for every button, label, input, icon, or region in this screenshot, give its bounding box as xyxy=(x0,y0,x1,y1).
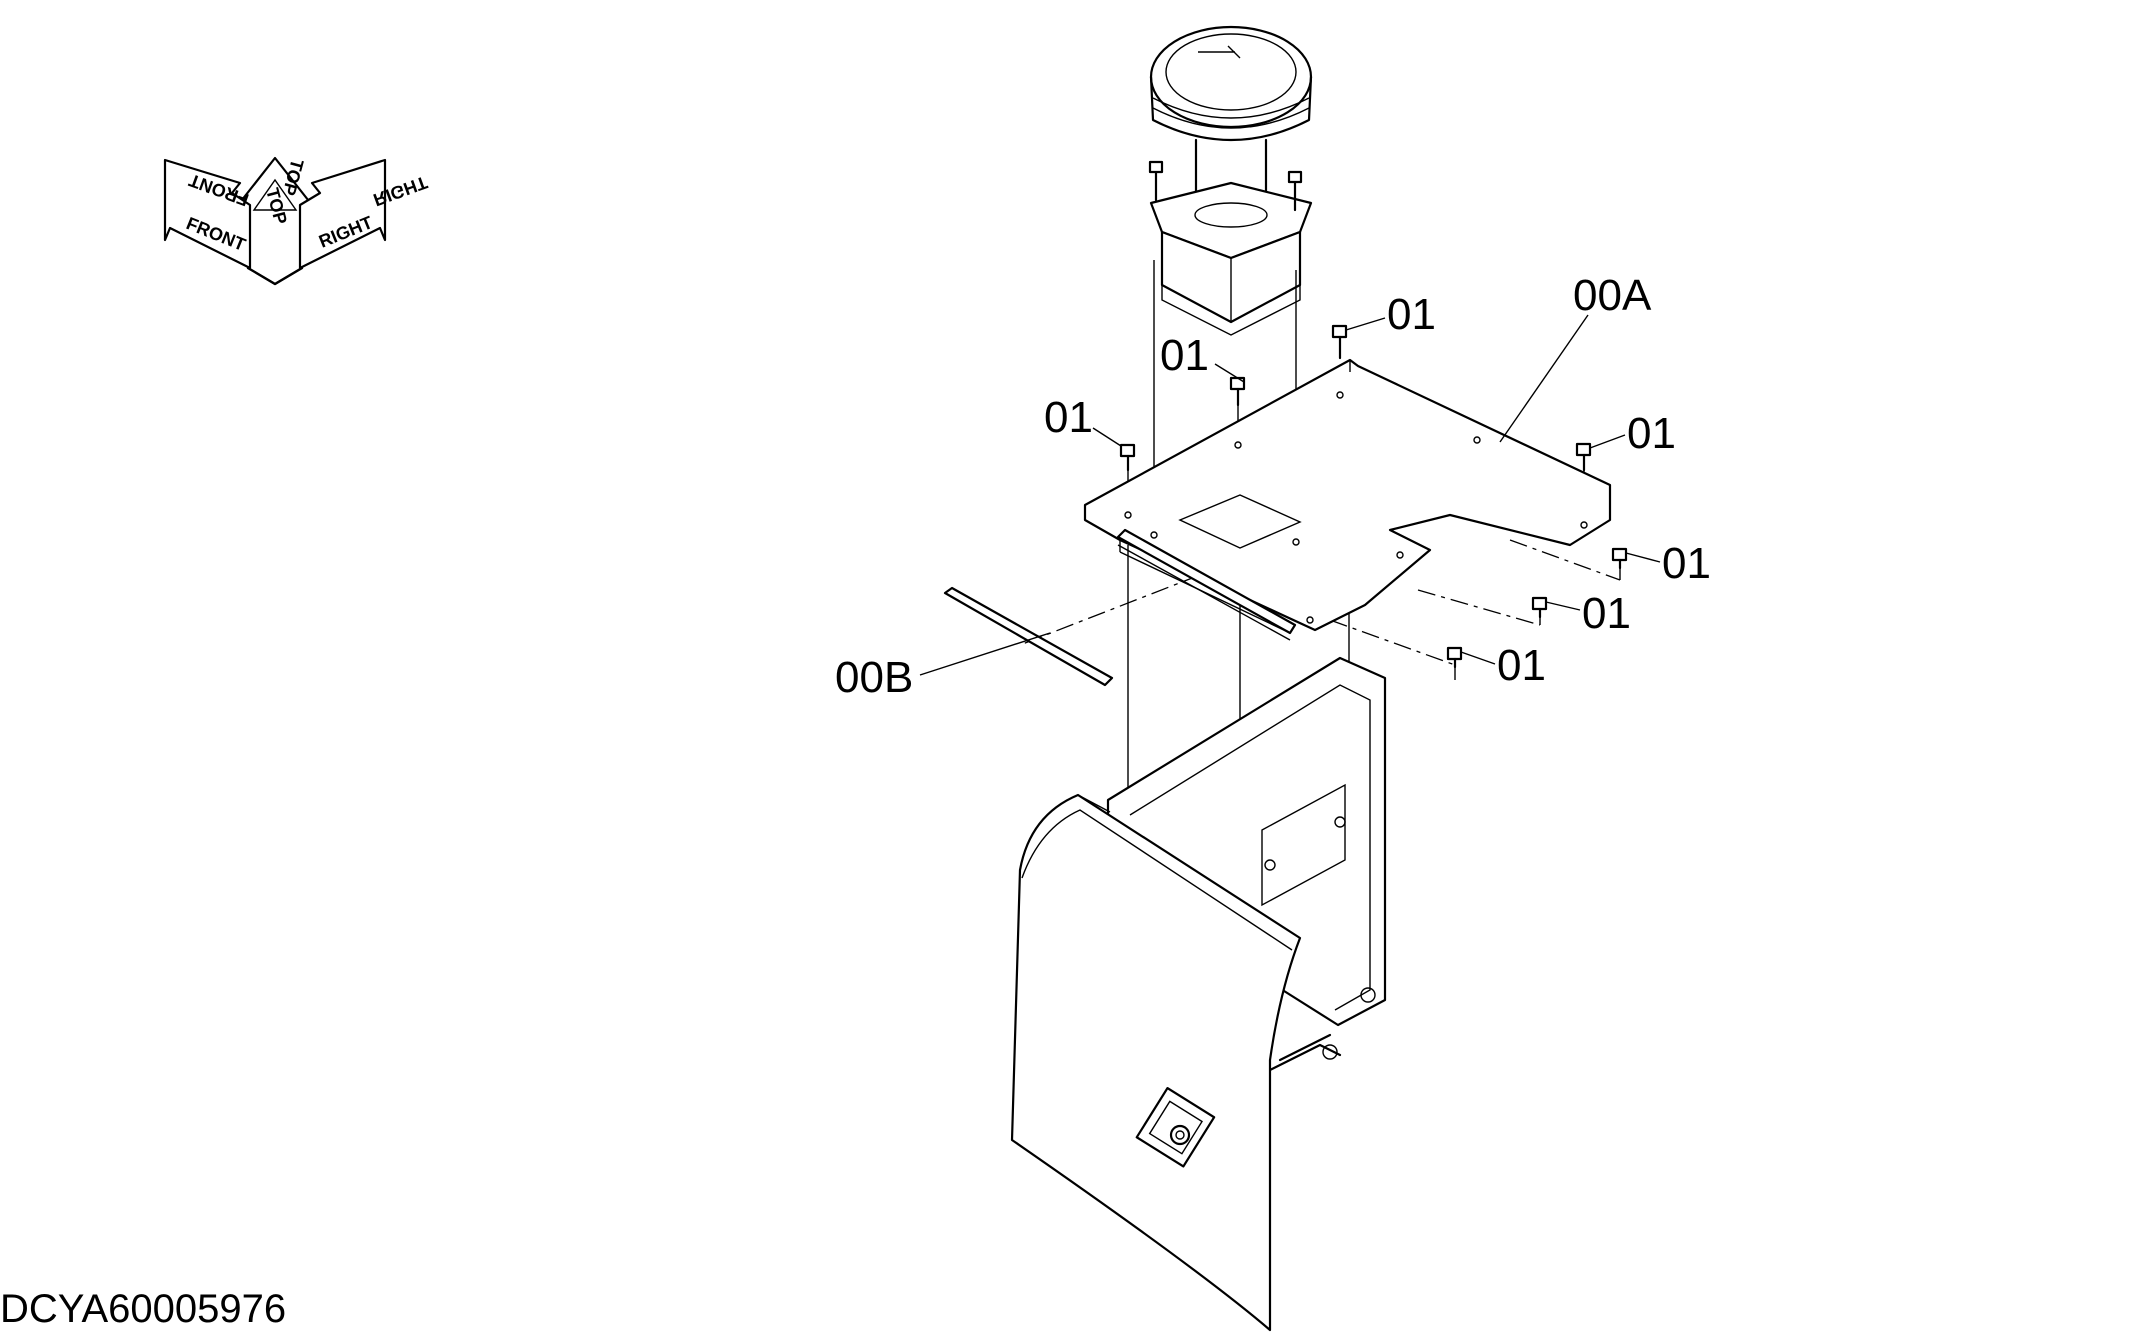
right-arrow-icon xyxy=(298,158,387,270)
air-cleaner xyxy=(1149,25,1313,225)
front-arrow-icon xyxy=(163,158,252,270)
callout-bolt-01: 01 xyxy=(1160,331,1209,380)
bolt-icon xyxy=(1119,443,1136,472)
leader-lines xyxy=(919,314,1661,676)
bolt-icon xyxy=(1531,596,1548,619)
callout-bolt-01: 01 xyxy=(1662,539,1711,588)
cab-door xyxy=(1010,793,1302,1332)
orientation-indicator: FRONT FRONT TOP TOP RIGHT RIGHT xyxy=(163,156,430,286)
bolt-icon xyxy=(1611,547,1628,570)
callout-bolt-01: 01 xyxy=(1497,641,1546,690)
callout-bolt-01: 01 xyxy=(1582,589,1631,638)
callout-seal-00b: 00B xyxy=(835,653,913,702)
bolt-icon xyxy=(1229,376,1246,407)
panel-holes xyxy=(1124,391,1588,624)
callout-panel-00a: 00A xyxy=(1573,271,1652,320)
bolt-icon xyxy=(1446,646,1463,669)
callout-bolt-01: 01 xyxy=(1627,409,1676,458)
bolt-markers xyxy=(1119,324,1628,669)
callout-bolt-01: 01 xyxy=(1387,290,1436,339)
callout-bolt-01: 01 xyxy=(1044,393,1093,442)
intake-duct xyxy=(1149,181,1313,336)
bolt-icon xyxy=(1331,324,1348,360)
door-seal xyxy=(943,528,1297,687)
top-label-second: TOP xyxy=(279,157,308,198)
intake-bolts xyxy=(1148,160,1303,212)
orientation-base xyxy=(246,266,304,286)
document-id: DCYA60005976 xyxy=(0,1287,286,1331)
floor-panel xyxy=(1083,358,1612,633)
bolt-icon xyxy=(1575,442,1592,472)
